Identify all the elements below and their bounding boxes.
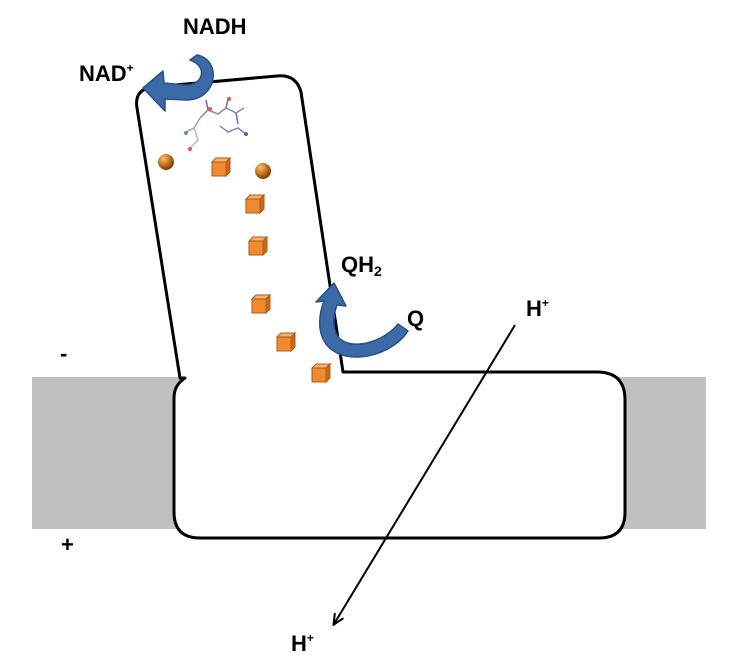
proton-matrix-superscript: + [541,296,549,310]
positive-side-sign: + [61,532,74,557]
proton-translocation-arrow [334,324,516,624]
quinone-reduction-arrow [315,282,409,358]
iron-sulfur-cube [310,362,332,384]
q-label: Q [407,306,425,331]
negative-side-sign: - [60,341,68,366]
iron-sulfur-cube [244,193,266,215]
complex-i-outline [135,74,627,540]
qh2-label: QH2 [341,252,382,279]
iron-sulfur-sphere [158,154,174,170]
nadh-oxidation-arrow [142,54,214,112]
proton-matrix-label: H+ [526,296,549,321]
iron-sulfur-cube [247,235,269,257]
proton-ims-superscript: + [306,631,314,645]
nad-plus-superscript: + [126,61,134,75]
iron-sulfur-cube [210,156,232,178]
iron-sulfur-cube [250,293,272,315]
qh2-subscript: 2 [374,263,382,279]
iron-sulfur-cube [275,331,297,353]
fmn-cofactor-icon [184,97,248,151]
nadh-label: NADH [183,14,247,39]
nad-plus-label: NAD+ [79,61,134,86]
iron-sulfur-sphere [255,163,271,179]
proton-ims-label: H+ [291,631,314,656]
